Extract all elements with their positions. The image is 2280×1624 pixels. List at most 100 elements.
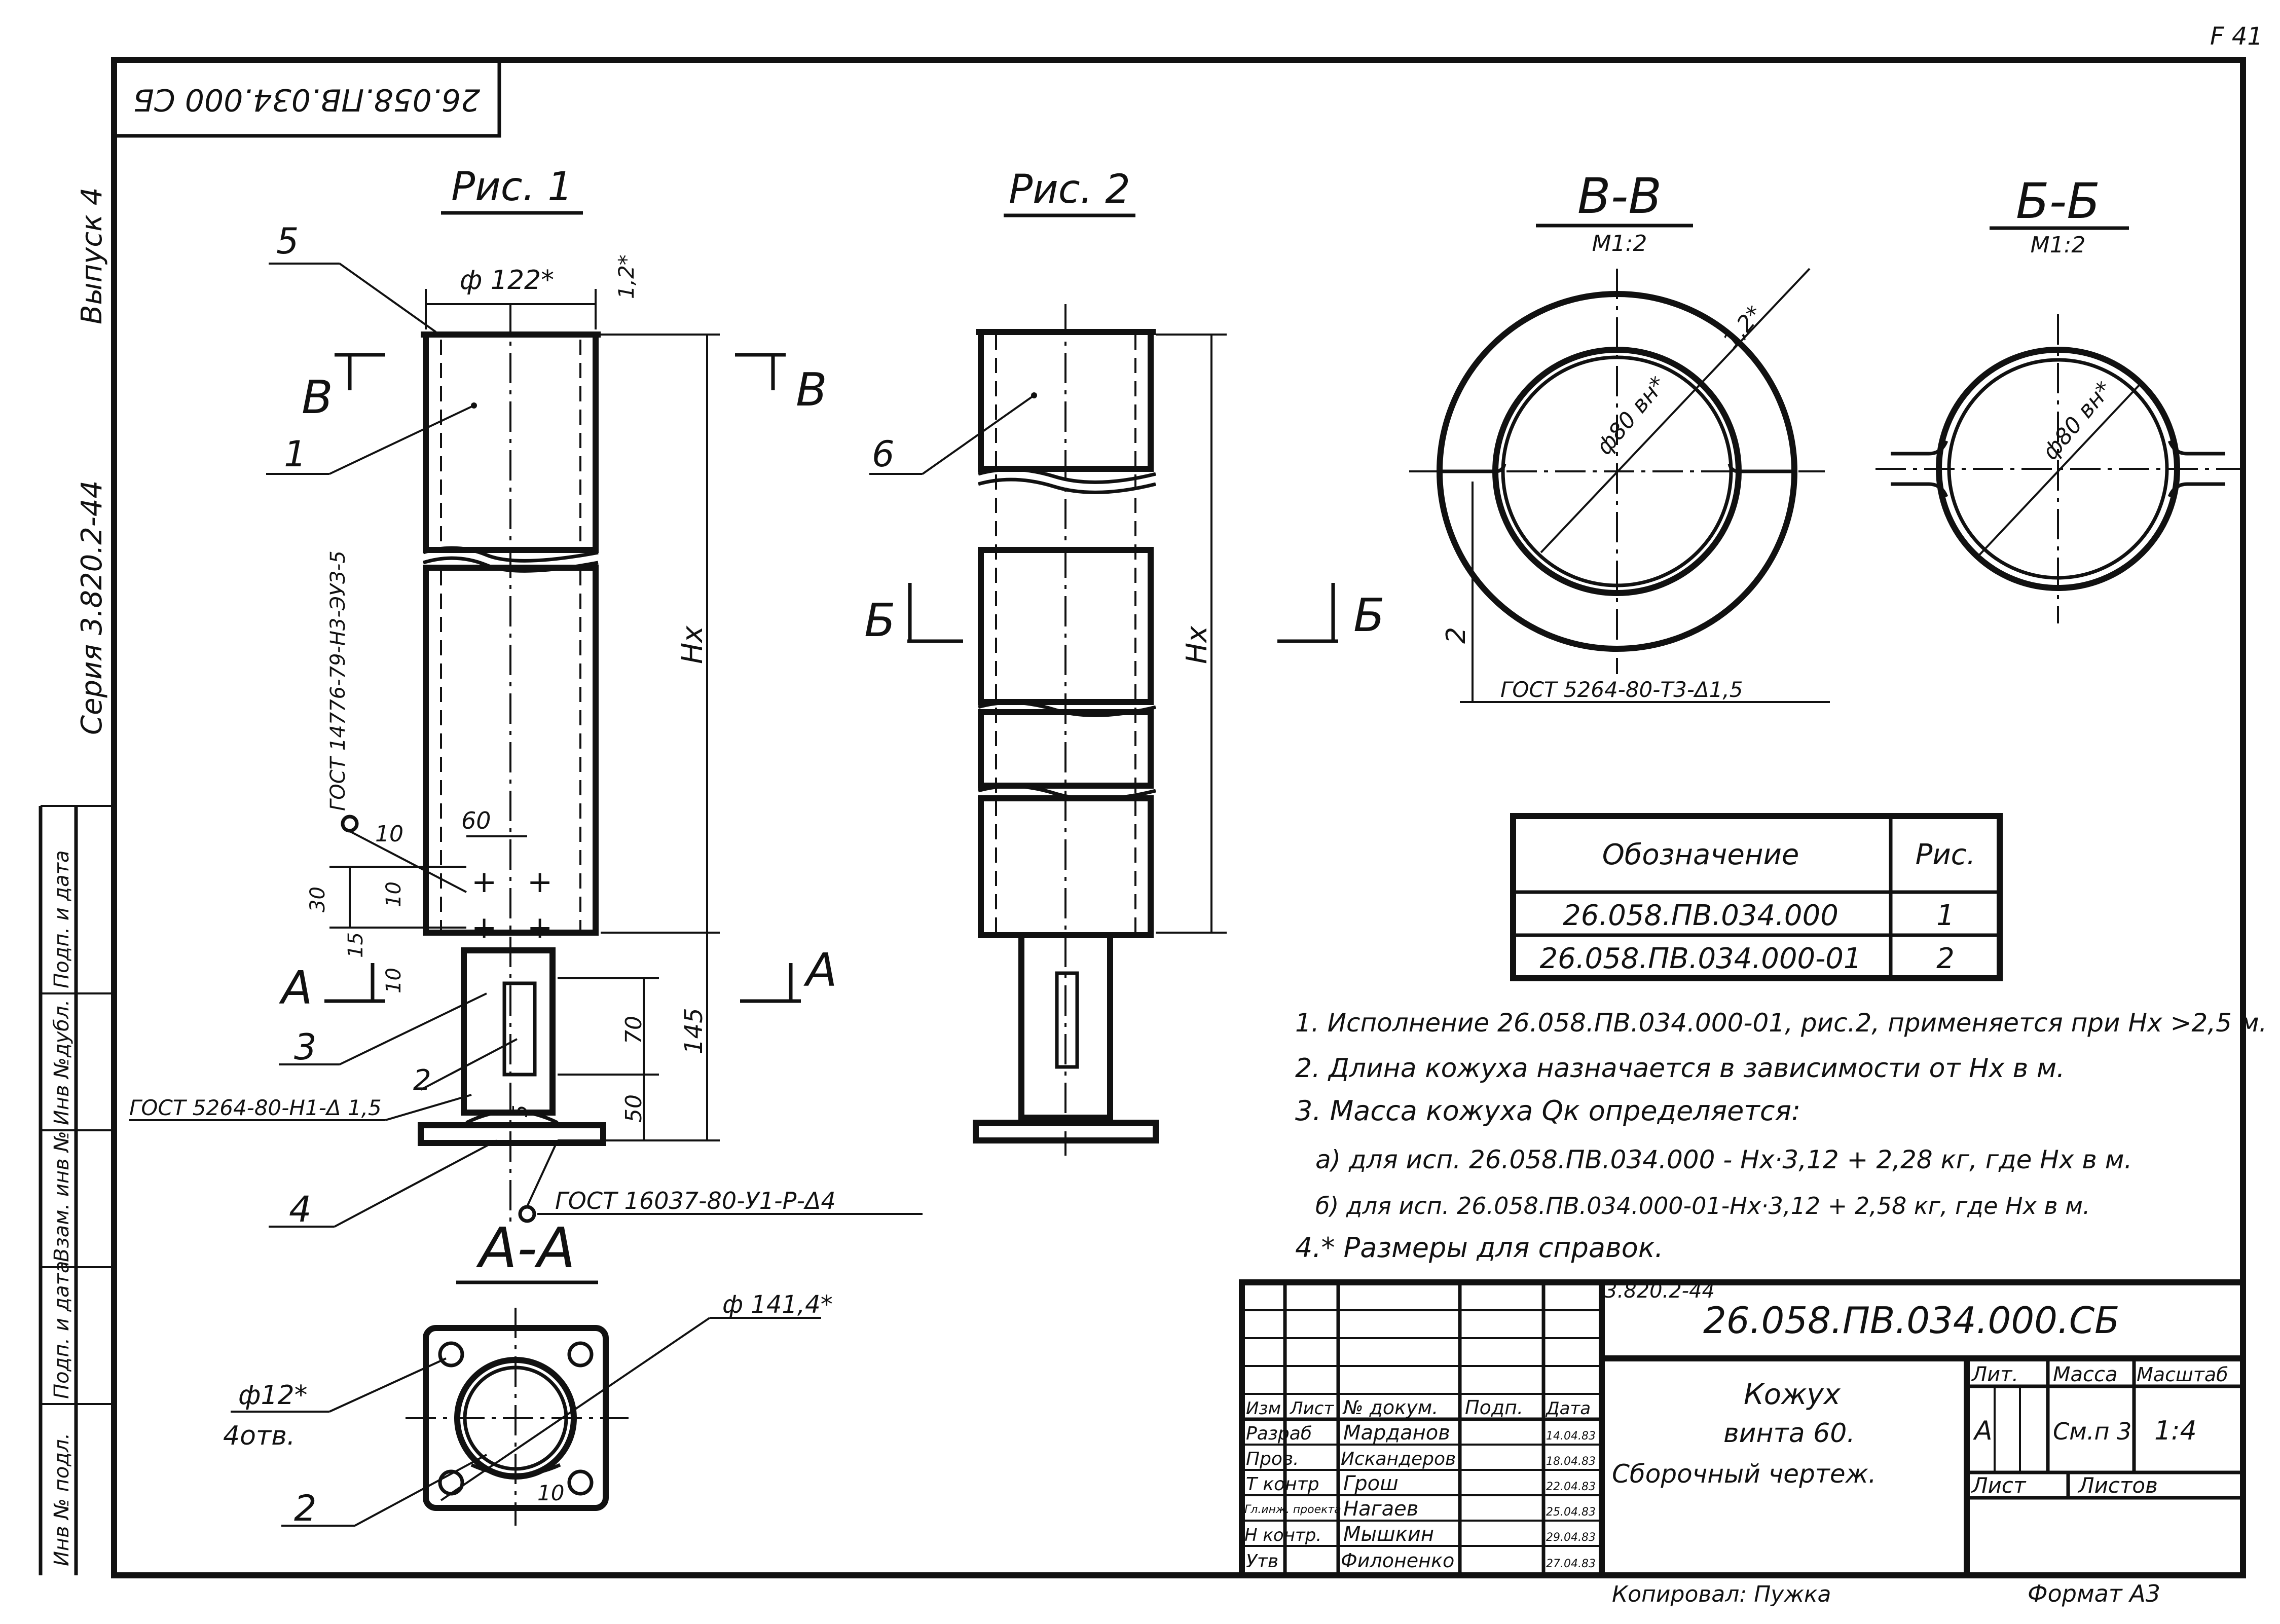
svg-text:2: 2 [1441,627,1472,644]
svg-text:70: 70 [621,1016,647,1044]
svg-text:В: В [796,363,827,417]
svg-text:1,2*: 1,2* [1718,301,1768,353]
svg-text:М1:2: М1:2 [1592,231,1647,256]
svg-text:Подп. и дата: Подп. и дата [50,1261,73,1399]
svg-text:См.п 3: См.п 3 [2053,1418,2131,1445]
svg-text:Инв №дубл.: Инв №дубл. [50,1000,73,1125]
note-4: 4.* Размеры для справок. [1295,1232,1664,1264]
svg-text:6: 6 [872,433,895,475]
side-series: Серия 3.820.2-44 [76,481,108,735]
svg-text:5: 5 [509,1105,532,1118]
svg-text:14.04.83: 14.04.83 [1546,1430,1596,1443]
svg-text:60: 60 [461,807,491,834]
tb-name-1: Кожух [1744,1378,1841,1411]
variant-table-header-fig: Рис. [1916,838,1976,871]
notes: 1. Исполнение 26.058.ПВ.034.000-01, рис.… [1295,1008,2267,1264]
svg-text:Гл.инж. проекта: Гл.инж. проекта [1244,1503,1341,1516]
svg-text:Взам. инв №: Взам. инв № [50,1131,73,1262]
svg-text:+: + [471,910,497,945]
svg-text:№ докум.: № докум. [1342,1396,1438,1419]
drawing-frame [111,57,2246,1578]
svg-text:Масштаб: Масштаб [2137,1363,2228,1386]
svg-text:27.04.83: 27.04.83 [1546,1558,1596,1570]
svg-text:Б: Б [1353,589,1385,642]
svg-text:Изм: Изм [1246,1398,1281,1419]
side-stamp: Подп. и дата Инв №дубл. Взам. инв № Подп… [39,805,114,1575]
svg-text:2: 2 [413,1064,431,1097]
fig2-title: Рис. 2 [1009,167,1130,212]
side-issue: Выпуск 4 [76,188,108,324]
section-aa: А-А ф 141,4* ф12* 4отв. 2 10 [223,1215,833,1529]
svg-text:Утв: Утв [1246,1551,1278,1572]
tb-series: 3.820.2-44 [1604,1279,1715,1303]
svg-text:Лист: Лист [1289,1398,1334,1419]
section-vv: В-В М1:2 ф80 вн* 1,2* 2 ГОСТ 5264-80-Т3-… [1409,168,1830,703]
svg-text:ф80 вн*: ф80 вн* [1591,372,1671,460]
svg-text:15: 15 [344,932,367,958]
svg-text:Искандеров: Искандеров [1341,1449,1456,1469]
tb-copied: Копировал: Пужка [1612,1581,1831,1607]
svg-text:Н контр.: Н контр. [1244,1525,1321,1545]
svg-text:Грош: Грош [1343,1472,1399,1495]
figure-2: Рис. 2 6 Б Б Hx [864,167,1385,1156]
variant-row-1-code: 26.058.ПВ.034.000 [1563,899,1838,932]
svg-text:18.04.83: 18.04.83 [1546,1455,1596,1468]
svg-text:Листов: Листов [2077,1473,2158,1498]
svg-text:30: 30 [306,887,329,912]
svg-text:Филоненко: Филоненко [1341,1549,1454,1572]
note-3: 3. Масса кожуха Qк определяется: [1295,1095,1800,1127]
svg-text:10: 10 [537,1481,564,1505]
svg-text:Инв № подл.: Инв № подл. [50,1433,73,1566]
note-1: 1. Исполнение 26.058.ПВ.034.000-01, рис.… [1295,1008,2267,1038]
svg-text:ГОСТ 5264-80-Н1-Δ 1,5: ГОСТ 5264-80-Н1-Δ 1,5 [129,1095,382,1120]
svg-text:Подп.: Подп. [1465,1396,1523,1419]
svg-text:А: А [279,962,313,1015]
svg-text:Б: Б [864,594,896,647]
svg-text:ГОСТ 14776-79-Н3-ЭУЗ-5: ГОСТ 14776-79-Н3-ЭУЗ-5 [326,550,350,811]
svg-text:Дата: Дата [1545,1398,1591,1419]
fig1-title: Рис. 1 [451,164,573,210]
svg-text:Hx: Hx [1181,625,1213,664]
section-aa-title: А-А [476,1215,575,1280]
svg-text:4отв.: 4отв. [223,1421,295,1451]
section-bb-title: Б-Б [2016,173,2100,230]
svg-text:А: А [803,944,837,997]
tb-format: Формат А3 [2028,1580,2160,1607]
svg-text:50: 50 [621,1094,647,1123]
svg-text:ф12*: ф12* [238,1380,308,1411]
svg-text:Лит.: Лит. [1971,1363,2018,1386]
note-3a: а) для исп. 26.058.ПВ.034.000 - Нх·3,12 … [1315,1145,2132,1174]
svg-text:ГОСТ 16037-80-У1-Р-Δ4: ГОСТ 16037-80-У1-Р-Δ4 [555,1187,836,1214]
variant-table-header-designation: Обозначение [1602,838,1799,871]
variant-row-2-code: 26.058.ПВ.034.000-01 [1539,942,1861,975]
svg-text:22.04.83: 22.04.83 [1546,1481,1596,1493]
variant-row-1-fig: 1 [1936,899,1955,932]
svg-text:145: 145 [680,1008,708,1054]
svg-text:1: 1 [284,433,307,475]
note-3b: б) для исп. 26.058.ПВ.034.000-01-Нх·3,12… [1315,1192,2090,1220]
svg-text:Пров.: Пров. [1246,1449,1299,1469]
svg-text:А: А [1973,1416,1993,1446]
tb-name-3: Сборочный чертеж. [1612,1459,1877,1489]
svg-text:Нагаев: Нагаев [1343,1497,1418,1521]
svg-text:29.04.83: 29.04.83 [1546,1531,1596,1544]
svg-text:4: 4 [289,1189,312,1230]
svg-text:+: + [527,864,553,900]
svg-text:Лист: Лист [1971,1473,2027,1498]
svg-text:25.04.83: 25.04.83 [1546,1506,1596,1519]
variant-table: Обозначение Рис. 26.058.ПВ.034.000 1 26.… [1510,813,2003,981]
svg-text:+: + [527,910,553,945]
svg-text:М1:2: М1:2 [2031,232,2086,258]
tb-name-2: винта 60. [1723,1418,1855,1449]
svg-text:Мышкин: Мышкин [1343,1523,1434,1546]
svg-text:2: 2 [294,1488,317,1529]
svg-text:Разраб: Разраб [1246,1423,1312,1444]
svg-text:26.058.ПВ.034.000 СБ: 26.058.ПВ.034.000 СБ [133,82,481,117]
svg-text:1,2*: 1,2* [614,254,639,299]
svg-text:3: 3 [294,1026,317,1068]
svg-text:Марданов: Марданов [1343,1421,1450,1445]
svg-text:5: 5 [276,220,299,262]
svg-text:ф 122*: ф 122* [460,265,554,296]
variant-row-2-fig: 2 [1936,942,1955,975]
